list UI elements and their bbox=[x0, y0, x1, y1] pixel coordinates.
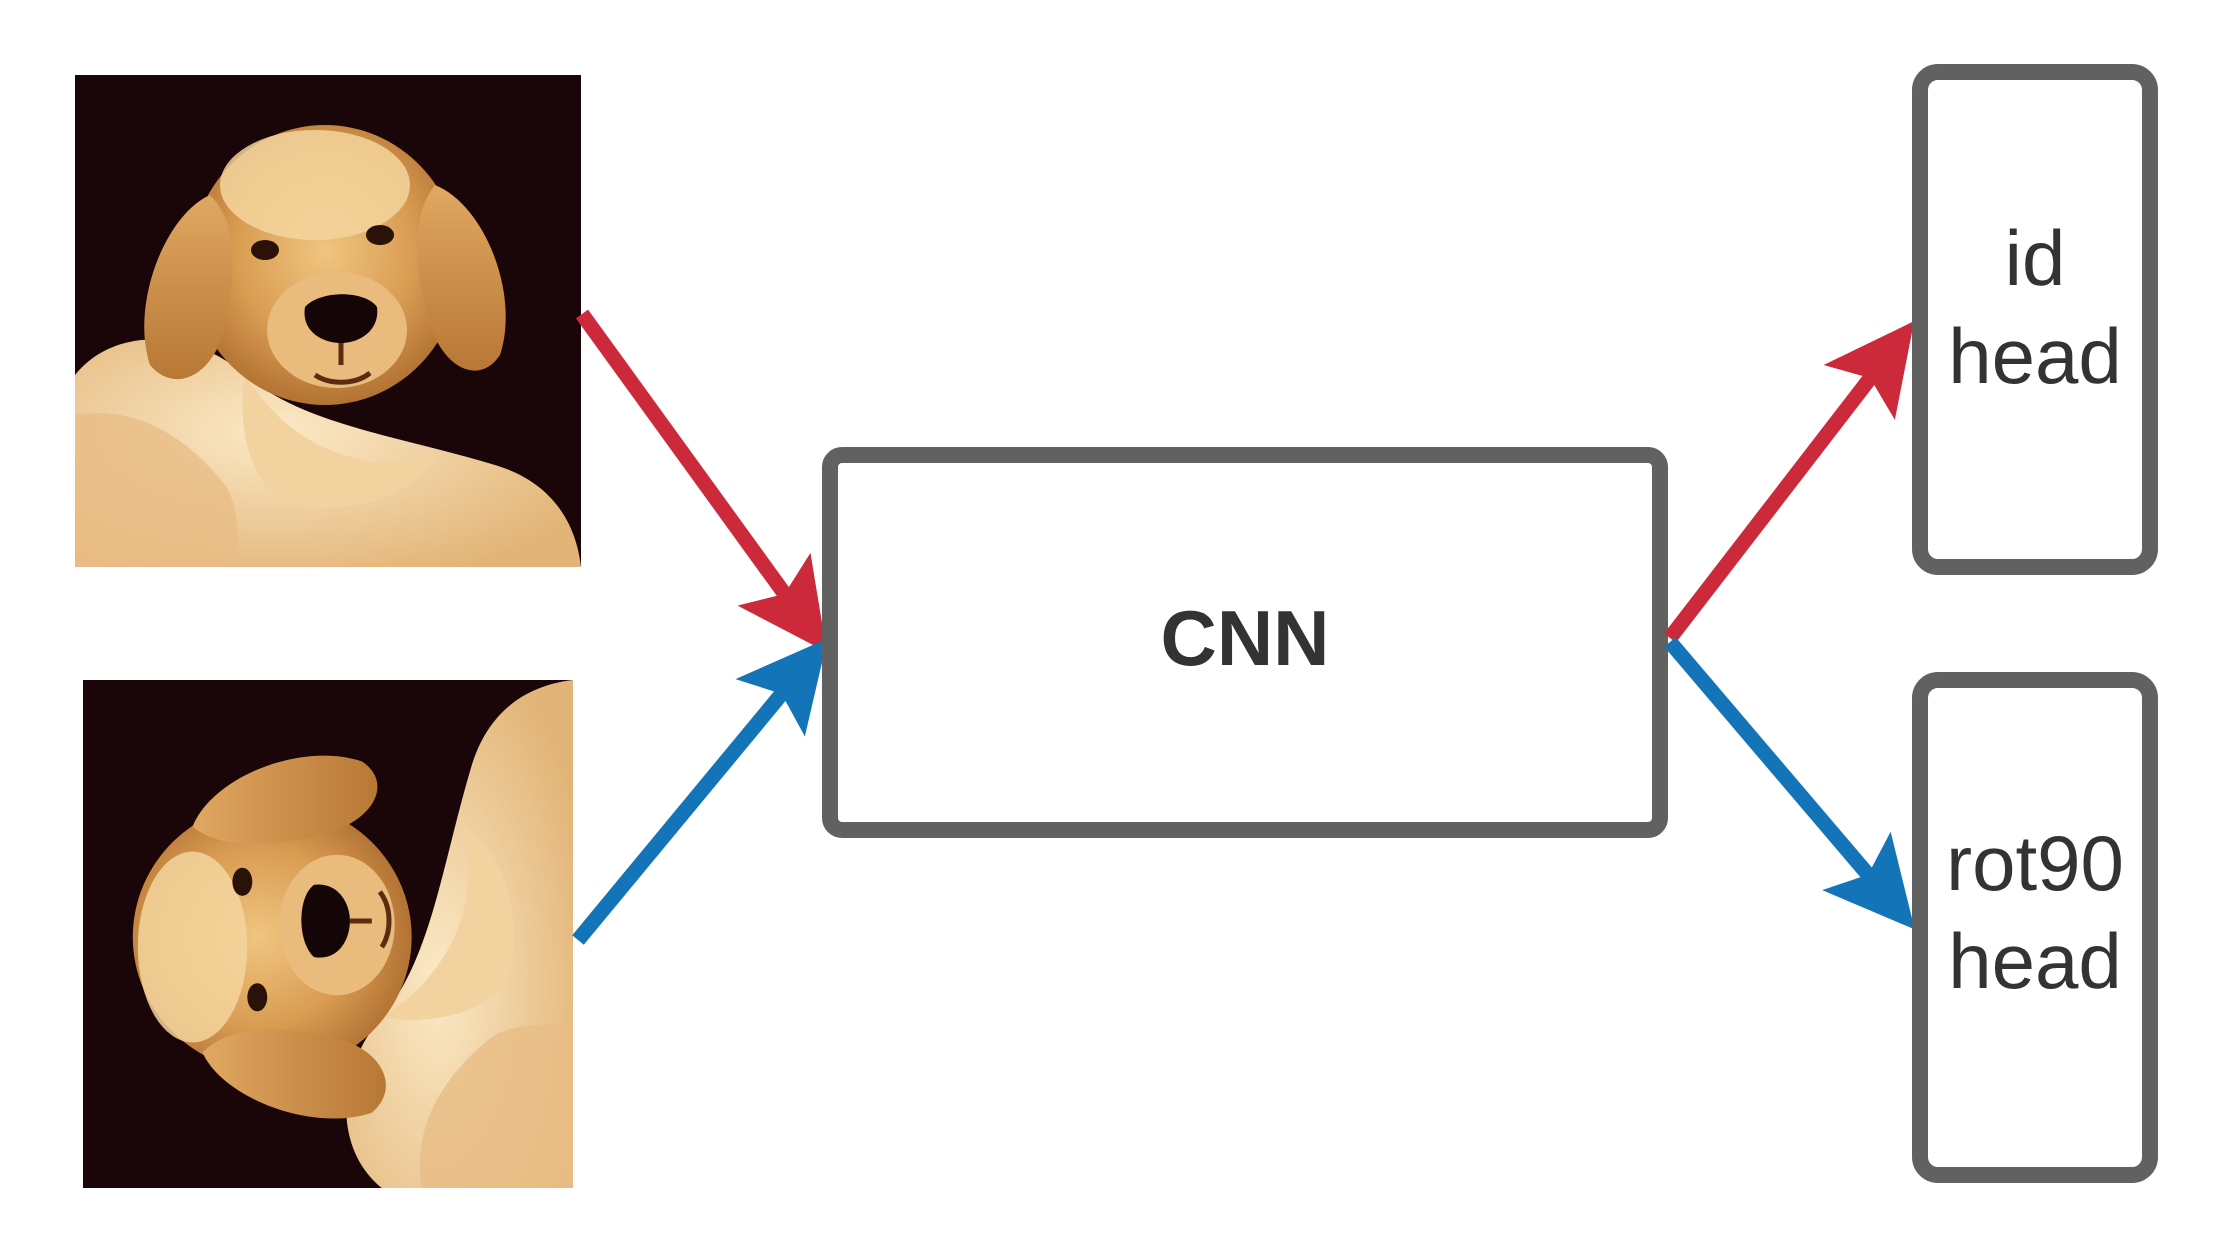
cnn-block: CNN bbox=[822, 447, 1668, 838]
rot90-head-label-line2: head bbox=[1948, 917, 2122, 1005]
id-head-block: id head bbox=[1912, 64, 2158, 575]
id-head-label-line1: id bbox=[2005, 214, 2066, 302]
arrow-rotation-output bbox=[1664, 637, 1915, 930]
input-image-upright bbox=[75, 75, 581, 567]
rot90-head-block: rot90 head bbox=[1912, 672, 2158, 1183]
id-head-label-line2: head bbox=[1948, 312, 2122, 400]
input-image-rotated bbox=[83, 680, 573, 1188]
arrow-identity-input bbox=[575, 309, 827, 653]
cnn-label: CNN bbox=[1161, 594, 1330, 682]
arrow-rotation-input bbox=[572, 638, 828, 945]
rot90-head-label-line1: rot90 bbox=[1946, 819, 2124, 907]
arrow-identity-output bbox=[1664, 321, 1915, 643]
